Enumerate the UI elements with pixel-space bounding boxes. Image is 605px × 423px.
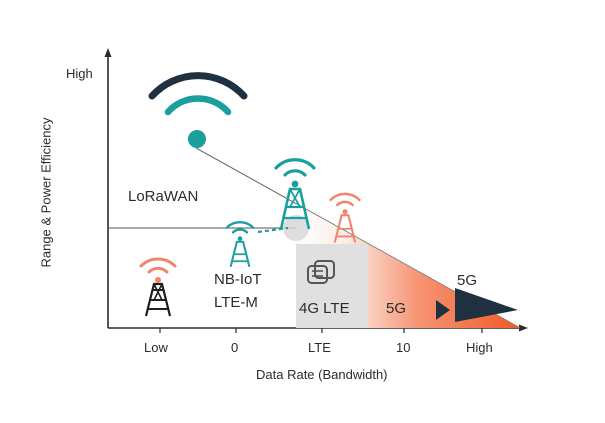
small-cell-tower-teal-icon — [225, 221, 255, 267]
x-axis-title: Data Rate (Bandwidth) — [256, 367, 388, 382]
cell-tower-salmon-icon — [139, 257, 177, 317]
connector-dashes — [257, 226, 289, 234]
x-tick-0: 0 — [231, 340, 239, 355]
x-tick-10: 10 — [396, 340, 411, 355]
speed-arrow-icon — [436, 288, 518, 322]
label-lorawan: LoRaWAN — [128, 188, 199, 205]
wifi-icon — [148, 72, 248, 148]
label-5g-arrow: 5G — [457, 272, 478, 289]
x-tick-low: Low — [144, 340, 168, 355]
label-5g-ramp: 5G — [386, 300, 407, 317]
y-axis-high-label: High — [66, 66, 93, 81]
label-ltem: LTE-M — [214, 294, 258, 311]
intersection-node — [283, 215, 309, 241]
lte-box — [296, 244, 368, 328]
cell-tower-salmon-right-icon — [329, 192, 361, 243]
label-nbiot: NB-IoT — [214, 271, 262, 288]
cell-tower-teal-icon — [274, 158, 316, 230]
x-tick-high: High — [466, 340, 493, 355]
x-axis-ticks — [159, 328, 483, 333]
mobile-devices-icon — [307, 260, 335, 284]
label-4g-lte: 4G LTE — [299, 300, 350, 317]
x-tick-lte: LTE — [308, 340, 331, 355]
